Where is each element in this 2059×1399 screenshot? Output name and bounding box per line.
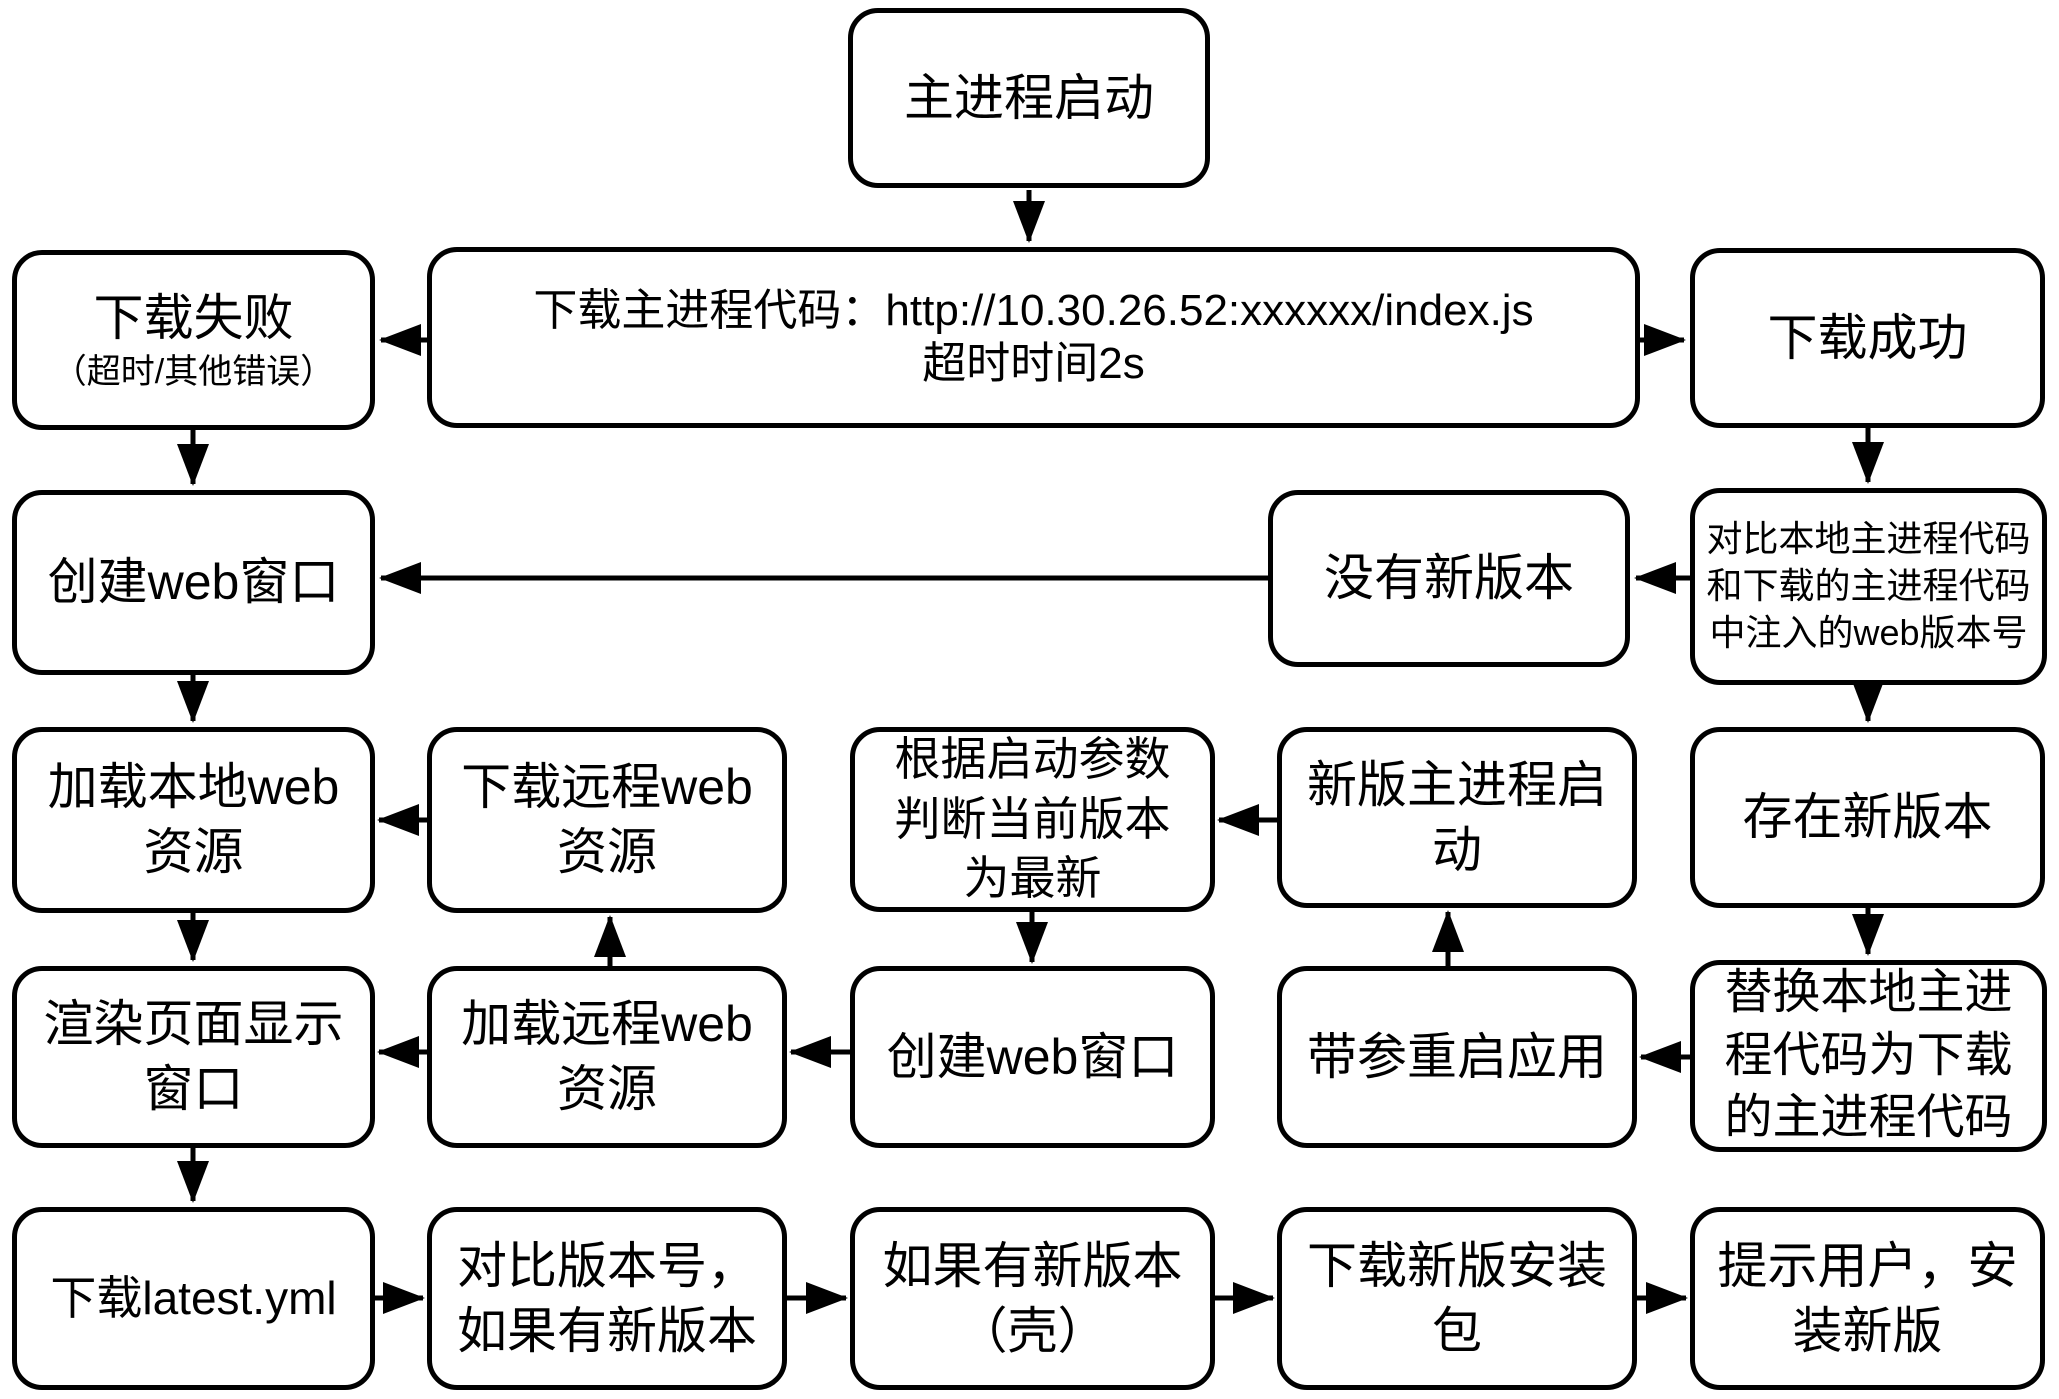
- node-download-fail-label: 下载失败: [93, 289, 294, 346]
- node-main-process-start: 主进程启动: [848, 8, 1210, 188]
- node-download-fail: 下载失败 （超时/其他错误）: [12, 250, 375, 430]
- node-exist-new-version: 存在新版本: [1690, 727, 2045, 908]
- node-download-fail-sublabel: （超时/其他错误）: [52, 352, 335, 391]
- node-prompt-user-install: 提示用户，安 装新版: [1690, 1207, 2045, 1390]
- node-create-web-window-remote: 创建web窗口: [850, 966, 1215, 1148]
- node-download-remote-web-resources: 下载远程web 资源: [427, 727, 787, 913]
- node-compare-injected-version: 对比本地主进程代码 和下载的主进程代码 中注入的web版本号: [1690, 488, 2047, 685]
- node-no-new-version: 没有新版本: [1268, 490, 1630, 667]
- node-judge-current-version-latest: 根据启动参数 判断当前版本 为最新: [850, 727, 1215, 912]
- node-download-main-line2: 超时时间2s: [922, 338, 1145, 388]
- node-load-local-web-resources: 加载本地web 资源: [12, 727, 375, 913]
- node-render-page-show-window: 渲染页面显示 窗口: [12, 966, 375, 1148]
- node-restart-app-with-args: 带参重启应用: [1277, 966, 1637, 1148]
- node-new-main-process-start: 新版主进程启 动: [1277, 727, 1637, 908]
- node-download-latest-yml: 下载latest.yml: [12, 1207, 375, 1390]
- node-create-web-window-local: 创建web窗口: [12, 490, 375, 675]
- node-download-main-code: 下载主进程代码：http://10.30.26.52:xxxxxx/index.…: [427, 247, 1640, 428]
- node-download-main-url: http://10.30.26.52:xxxxxx/index.js: [885, 285, 1534, 335]
- node-replace-local-main-code: 替换本地主进 程代码为下载 的主进程代码: [1690, 960, 2047, 1152]
- node-download-new-installer: 下载新版安装 包: [1277, 1207, 1637, 1390]
- node-compare-version-number: 对比版本号， 如果有新版本: [427, 1207, 787, 1390]
- node-download-success: 下载成功: [1690, 248, 2045, 428]
- node-download-main-line1: 下载主进程代码：http://10.30.26.52:xxxxxx/index.…: [533, 285, 1533, 338]
- node-if-new-version-shell: 如果有新版本 （壳）: [850, 1207, 1215, 1390]
- node-load-remote-web-resources: 加载远程web 资源: [427, 966, 787, 1148]
- node-download-main-prefix: 下载主进程代码：: [533, 285, 886, 335]
